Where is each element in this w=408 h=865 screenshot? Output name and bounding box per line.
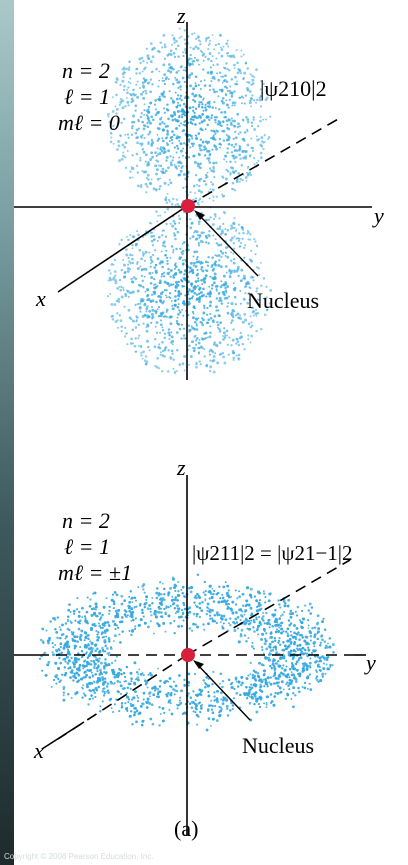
top-x-axis-dashed: [186, 117, 341, 207]
bottom-m-value: mℓ = ±1: [58, 560, 132, 585]
bottom-x-axis-dashed: [186, 559, 351, 656]
orbital-diagram: z y x n = 2 ℓ = 1 mℓ = 0 |ψ210|2 Nucleus…: [14, 3, 384, 841]
figure-panel: [14, 0, 408, 865]
top-m-value: mℓ = 0: [58, 110, 120, 135]
bottom-y-label: y: [364, 650, 376, 675]
bottom-nucleus-pointer: [195, 662, 251, 721]
top-psi-label: |ψ210|2: [260, 76, 327, 101]
top-n-value: n = 2: [62, 58, 110, 83]
left-accent-bar: [0, 0, 14, 865]
top-l-value: ℓ = 1: [64, 84, 110, 109]
top-nucleus-arrowhead: [194, 210, 205, 220]
bottom-psi-label: |ψ211|2 = |ψ21−1|2: [192, 541, 353, 565]
bottom-orbital-figure: z y x n = 2 ℓ = 1 mℓ = ±1 |ψ211|2 = |ψ21…: [14, 455, 376, 836]
bottom-nucleus-arrowhead: [193, 660, 204, 669]
bottom-l-value: ℓ = 1: [64, 534, 110, 559]
top-nucleus-pointer: [197, 213, 259, 277]
copyright-notice: Copyright © 2008 Pearson Education, Inc.: [4, 852, 154, 861]
top-nucleus-label: Nucleus: [247, 288, 319, 313]
bottom-x-label: x: [33, 738, 44, 763]
top-nucleus-dot: [181, 199, 195, 213]
bottom-n-value: n = 2: [62, 508, 110, 533]
top-z-label: z: [176, 3, 186, 28]
torus-probability-cloud: [38, 573, 335, 732]
bottom-nucleus-label: Nucleus: [242, 733, 314, 758]
bottom-z-label: z: [176, 455, 186, 480]
figure-caption: (a): [174, 816, 198, 841]
top-x-axis: [57, 205, 188, 293]
bottom-nucleus-dot: [181, 648, 195, 662]
top-y-label: y: [372, 203, 384, 228]
top-x-label: x: [35, 286, 46, 311]
top-orbital-figure: z y x n = 2 ℓ = 1 mℓ = 0 |ψ210|2 Nucleus: [14, 3, 384, 380]
bottom-x-axis-solid: [41, 721, 85, 750]
